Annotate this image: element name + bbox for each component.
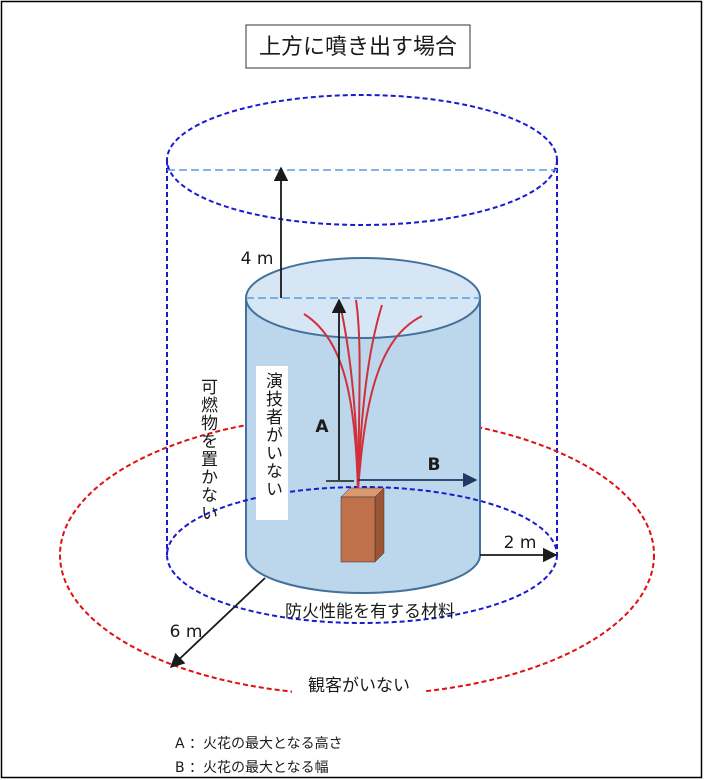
spark-lines bbox=[303, 299, 423, 491]
firework-device bbox=[340, 487, 385, 563]
outer-top-ellipse bbox=[166, 94, 558, 226]
no-audience-label: 観客がいない bbox=[308, 676, 410, 696]
legend-item-a: A ：火花の最大となる高さ bbox=[175, 735, 343, 752]
side-clearance-label: 2 m bbox=[504, 533, 537, 553]
no-audience-label-bg bbox=[292, 672, 426, 696]
spark-line bbox=[339, 303, 359, 491]
device-front bbox=[340, 496, 376, 563]
spark-line bbox=[357, 304, 383, 491]
device-side bbox=[374, 487, 385, 563]
outer-clearance-cylinder bbox=[166, 94, 558, 555]
audience-clearance-arrow bbox=[169, 577, 266, 668]
no-combustibles-label: 可燃物を置かない bbox=[197, 378, 218, 522]
spark-line bbox=[355, 299, 361, 491]
height-label-bg bbox=[234, 245, 280, 269]
height-clearance-label: 4 m bbox=[241, 249, 274, 269]
no-performers-label: 演技者がいない bbox=[262, 372, 283, 498]
no-performers-label-bg bbox=[256, 366, 288, 520]
spark-line bbox=[357, 315, 423, 491]
max-height-label: A bbox=[315, 417, 329, 437]
fireproof-material-label: 防火性能を有する材料 bbox=[285, 602, 455, 622]
title-box bbox=[245, 24, 471, 69]
max-width-label: B bbox=[428, 455, 441, 475]
audience-clearance-label: 6 m bbox=[170, 622, 203, 642]
legend-item-b: B ：火花の最大となる幅 bbox=[175, 760, 329, 776]
title: 上方に噴き出す場合 bbox=[259, 35, 457, 60]
